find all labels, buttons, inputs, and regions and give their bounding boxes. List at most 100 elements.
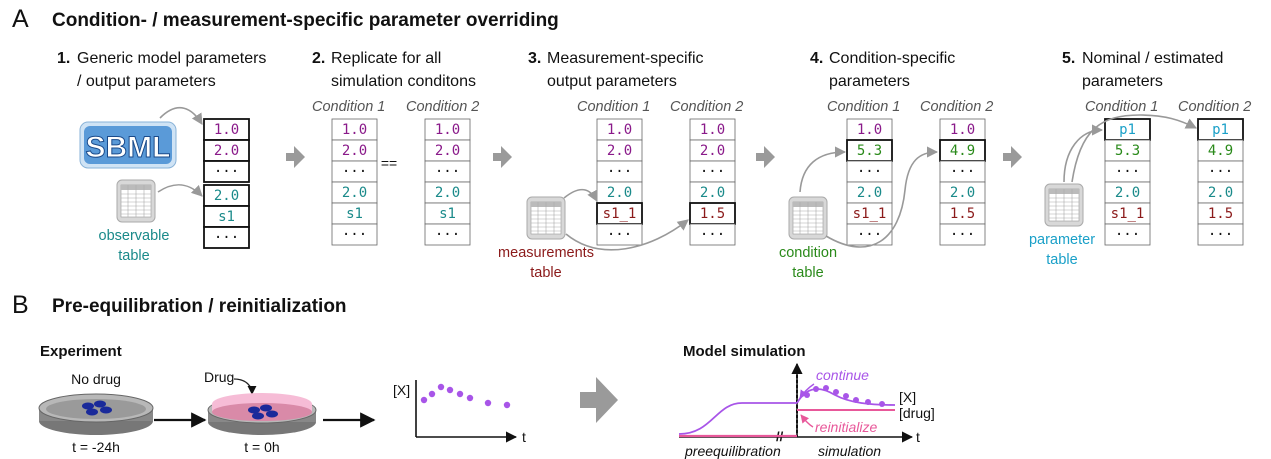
svg-text:condition: condition (779, 245, 837, 261)
svg-text:parameter: parameter (1029, 232, 1095, 248)
svg-text:table: table (118, 248, 149, 264)
parameter-column: 1.02.0···2.0s1_1··· (596, 118, 643, 246)
measurements-to-cond1-arrow (563, 188, 598, 202)
svg-text:Nominal / estimated: Nominal / estimated (1082, 50, 1223, 67)
condition-2-label: Condition 2 (920, 99, 993, 115)
svg-text:measurements: measurements (498, 245, 594, 261)
parameter-value: ··· (214, 164, 239, 180)
parameter-column: 1.02.0···2.0s1··· (424, 118, 471, 246)
connector-arrows (157, 106, 1198, 251)
condition-1-label: Condition 1 (827, 99, 900, 115)
condition-1-label: Condition 1 (577, 99, 650, 115)
parameter-value: ··· (950, 227, 975, 243)
preequilibration-label: preequilibration (684, 443, 781, 459)
parameter-cell (203, 226, 250, 249)
parameter-value: 1.0 (700, 122, 725, 138)
condition-to-cond1-arrow (799, 146, 847, 193)
data-point (428, 390, 436, 398)
svg-text:Condition-specific: Condition-specific (829, 50, 955, 67)
parameter-cell (689, 223, 736, 246)
parameter-column: 1.02.0···2.0s1··· (203, 118, 250, 249)
svg-text:1.: 1. (57, 50, 70, 67)
parameter-to-cond2-arrow (1071, 114, 1198, 183)
parameter-cell (1104, 223, 1151, 246)
step-1-heading: 1. Generic model parameters / output par… (57, 50, 266, 90)
data-points (420, 383, 511, 409)
step-arrow (493, 146, 512, 168)
svg-text:parameters: parameters (829, 73, 910, 90)
parameter-value: 5.3 (857, 143, 882, 159)
sbml-logo: SBML (79, 121, 177, 169)
data-point (456, 390, 464, 398)
parameter-value: ··· (1115, 164, 1140, 180)
parameter-table-icon (1044, 183, 1084, 227)
continue-arrow (799, 383, 815, 399)
condition-table-icon (788, 196, 828, 240)
parameter-columns: 1.02.0···2.0s1···1.02.0···2.0s1···1.02.0… (203, 118, 1244, 249)
parameter-value: 2.0 (700, 143, 725, 159)
parameter-value: 2.0 (857, 185, 882, 201)
parameter-value: 1.0 (435, 122, 460, 138)
parameter-value: ··· (700, 227, 725, 243)
parameter-value: ··· (342, 164, 367, 180)
step-arrow (756, 146, 775, 168)
data-point (843, 393, 849, 399)
step-arrows (286, 146, 1022, 168)
t-minus-24h-label: t = -24h (72, 439, 120, 455)
parameter-value: 2.0 (435, 143, 460, 159)
x-series-label: [X] (899, 389, 916, 405)
data-point (823, 385, 829, 391)
simulation-label: simulation (818, 443, 881, 459)
parameter-cell (1197, 223, 1244, 246)
svg-text:parameters: parameters (1082, 73, 1163, 90)
data-point (503, 401, 511, 409)
data-point (865, 399, 871, 405)
dish-no-drug (38, 393, 154, 435)
parameter-value: s1 (346, 206, 363, 222)
measurements-table-icon (526, 196, 566, 240)
time-axis-label: t (916, 429, 920, 445)
step-arrow (1003, 146, 1022, 168)
reinitialize-label: reinitialize (815, 419, 877, 435)
t-0h-label: t = 0h (244, 439, 279, 455)
parameter-column: 1.04.9···2.01.5··· (939, 118, 986, 246)
parameter-to-cond1-arrow (1063, 124, 1104, 183)
data-point (420, 396, 428, 404)
svg-text:/ output parameters: / output parameters (77, 73, 216, 90)
parameter-value: 1.5 (700, 206, 725, 222)
parameter-value: ··· (857, 164, 882, 180)
step-3-heading: 3. Measurement-specific output parameter… (528, 50, 704, 90)
panel-a-letter: A (12, 5, 29, 33)
parameter-value: 4.9 (950, 143, 975, 159)
svg-text:table: table (792, 265, 823, 281)
parameter-column: 1.02.0···2.01.5··· (689, 118, 736, 246)
data-point (879, 401, 885, 407)
svg-text:Generic model parameters: Generic model parameters (77, 50, 266, 67)
parameter-value: 2.0 (607, 185, 632, 201)
parameter-value: 2.0 (950, 185, 975, 201)
parameter-column: p14.9···2.01.5··· (1197, 118, 1244, 246)
parameter-value: ··· (435, 164, 460, 180)
no-drug-label: No drug (71, 371, 121, 387)
continue-label: continue (816, 367, 869, 383)
parameter-value: ··· (1208, 227, 1233, 243)
condition-to-cond2-arrow (825, 146, 939, 248)
parameter-value: ··· (607, 164, 632, 180)
parameter-cell (846, 223, 893, 246)
svg-text:4.: 4. (810, 50, 823, 67)
experiment-heading: Experiment (40, 343, 122, 360)
parameter-cell (939, 223, 986, 246)
parameter-cell (331, 223, 378, 246)
svg-text:simulation conditons: simulation conditons (331, 73, 476, 90)
svg-text:output parameters: output parameters (547, 73, 677, 90)
parameter-table-label: parameter table (1029, 232, 1095, 268)
parameter-value: s1_1 (1111, 206, 1145, 222)
panel-b-title: Pre-equilibration / reinitialization (52, 296, 347, 317)
parameter-value: 5.3 (1115, 143, 1140, 159)
svg-text:Measurement-specific: Measurement-specific (547, 50, 704, 67)
parameter-cell (424, 223, 471, 246)
parameter-value: 1.5 (1208, 206, 1233, 222)
parameter-value: ··· (857, 227, 882, 243)
condition-2-label: Condition 2 (1178, 99, 1251, 115)
equals-sign: == (381, 155, 397, 171)
